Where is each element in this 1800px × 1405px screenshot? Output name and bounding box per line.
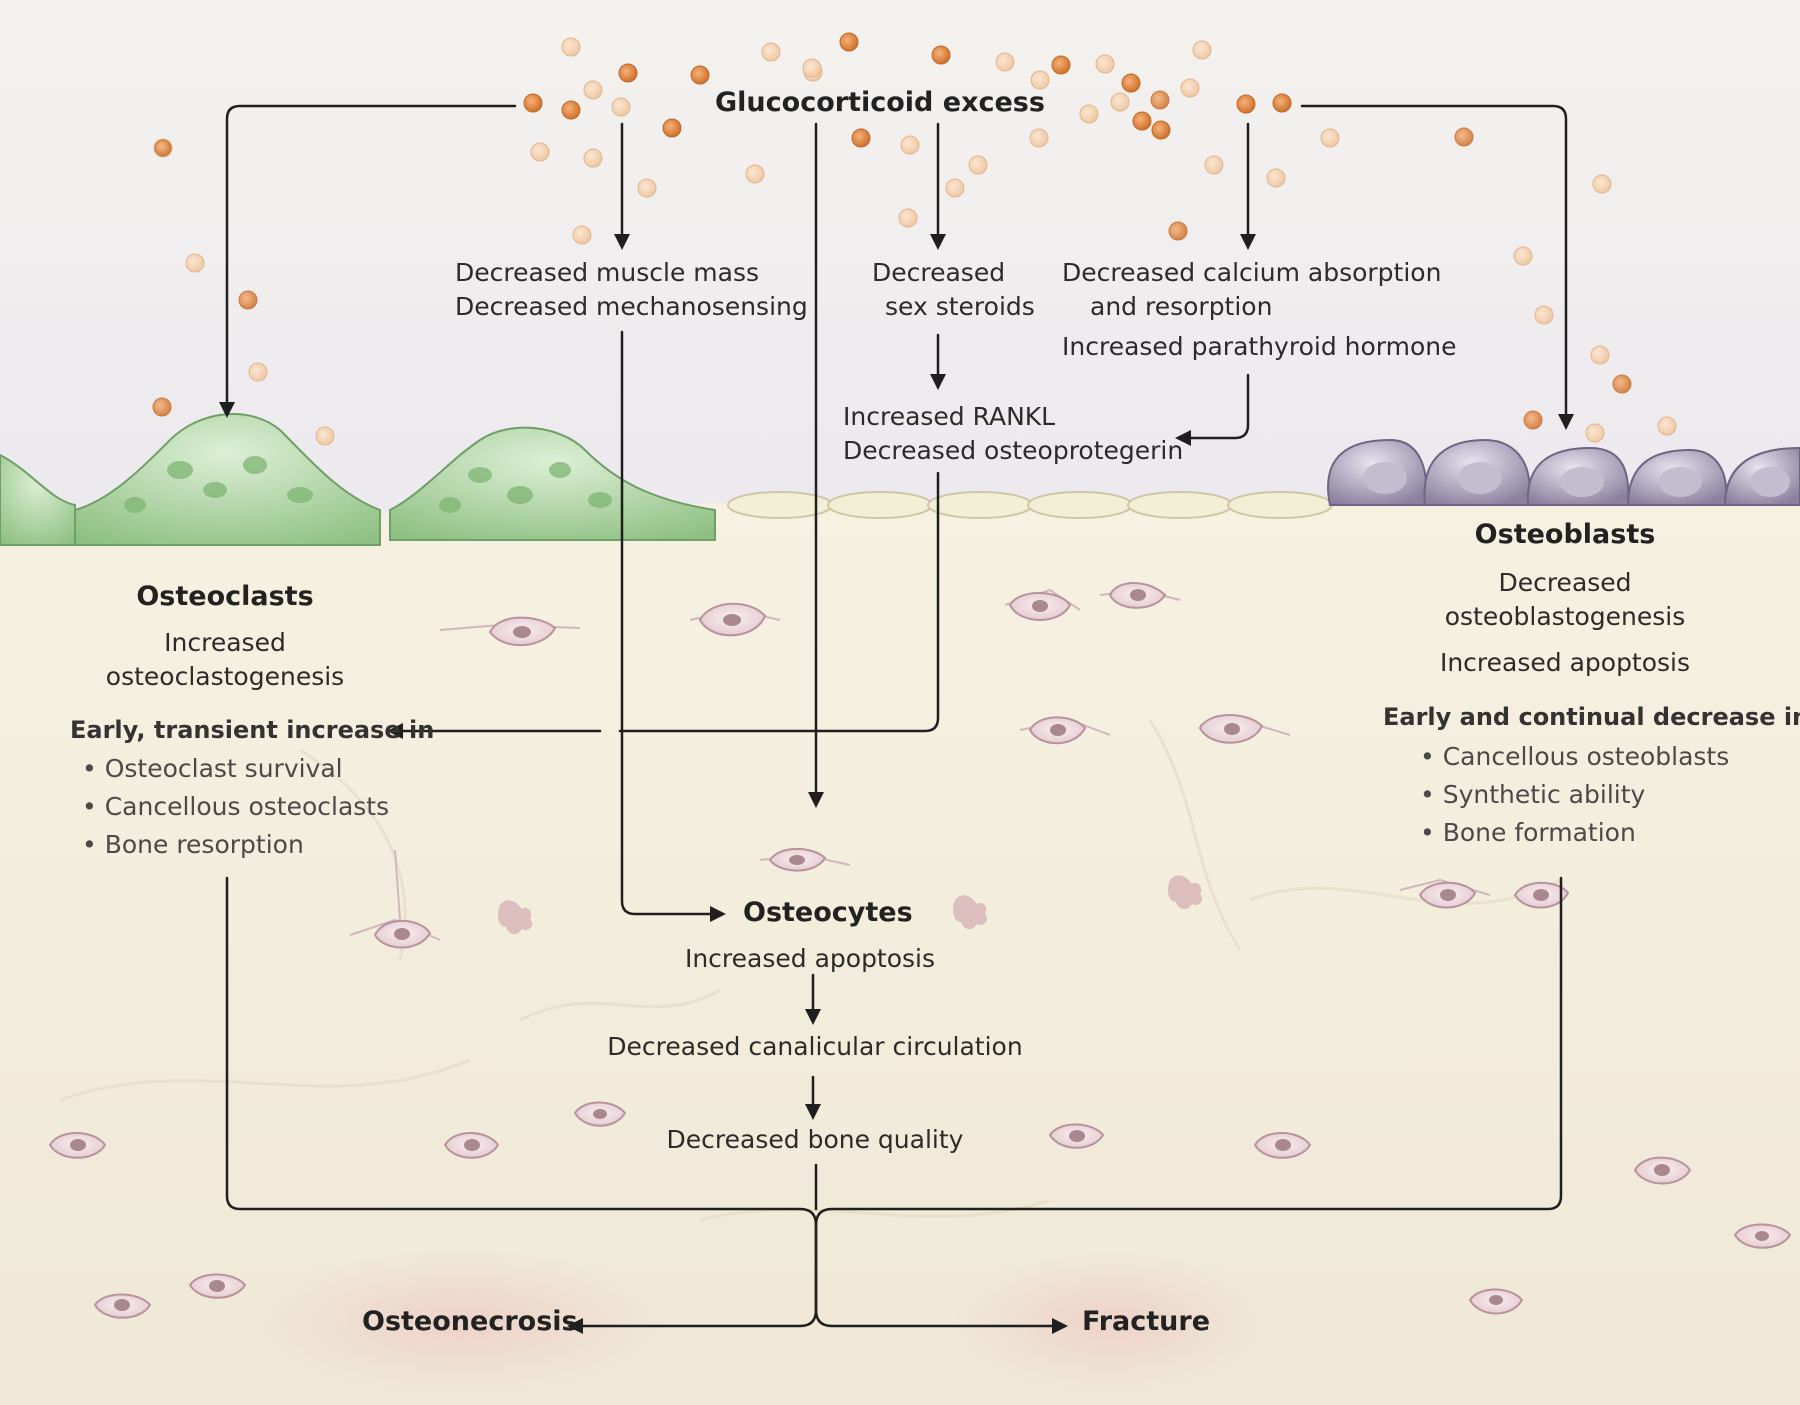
osteoclast-cells <box>0 413 716 546</box>
opg-effect: Decreased osteoprotegerin <box>843 436 1184 465</box>
muscle-effect-line-2: Decreased mechanosensing <box>455 292 808 321</box>
osteoblasts-list: Cancellous osteoblasts Synthetic ability… <box>1420 738 1730 852</box>
muscle-effect-line-1: Decreased muscle mass <box>455 258 759 287</box>
osteoblasts-apoptosis: Increased apoptosis <box>1439 648 1691 677</box>
arrowheads <box>219 234 1574 1334</box>
sex-steroid-effect-line-2: sex steroids <box>885 292 1035 321</box>
list-item: Bone resorption <box>82 826 389 864</box>
pathway-arrows <box>225 104 1568 1328</box>
canalicular-circulation: Decreased canalicular circulation <box>607 1032 1023 1061</box>
osteoclasts-effect-line-1: Increased <box>164 628 286 657</box>
sex-steroid-effect-line-1: Decreased <box>872 258 1006 287</box>
rankl-effect: Increased RANKL <box>843 402 1056 431</box>
pth-effect: Increased parathyroid hormone <box>1062 332 1457 361</box>
osteoblast-cells <box>1327 438 1800 506</box>
osteocytes-apoptosis: Increased apoptosis <box>684 944 936 973</box>
outcome-fracture: Fracture <box>1082 1306 1211 1337</box>
calcium-effect-line-1: Decreased calcium absorption <box>1062 258 1442 287</box>
osteoclasts-heading: Osteoclasts <box>136 581 314 612</box>
diagram-title: Glucocorticoid excess <box>715 87 1045 118</box>
calcium-effect-line-2: and resorption <box>1090 292 1273 321</box>
osteoclasts-effect-line-2: osteoclastogenesis <box>105 662 345 691</box>
list-item: Cancellous osteoblasts <box>1420 738 1730 776</box>
osteoblasts-heading: Osteoblasts <box>1474 519 1656 550</box>
osteocyte-cells <box>48 582 1792 1319</box>
list-item: Cancellous osteoclasts <box>82 788 389 826</box>
osteoblasts-subheading: Early and continual decrease in <box>1383 703 1800 731</box>
lining-cells <box>727 491 1333 519</box>
osteoclasts-list: Osteoclast survival Cancellous osteoclas… <box>82 750 389 864</box>
osteoblasts-effect-line-1: Decreased <box>1498 568 1632 597</box>
outcome-osteonecrosis: Osteonecrosis <box>362 1306 578 1337</box>
glucocorticoid-particles <box>152 32 1677 446</box>
list-item: Synthetic ability <box>1420 776 1729 814</box>
osteoblasts-effect-line-2: osteoblastogenesis <box>1444 602 1686 631</box>
bone-quality: Decreased bone quality <box>666 1125 964 1154</box>
osteocytes-heading: Osteocytes <box>743 897 913 928</box>
osteoclasts-subheading: Early, transient increase in <box>70 716 435 744</box>
list-item: Bone formation <box>1420 814 1729 852</box>
list-item: Osteoclast survival <box>82 750 389 788</box>
